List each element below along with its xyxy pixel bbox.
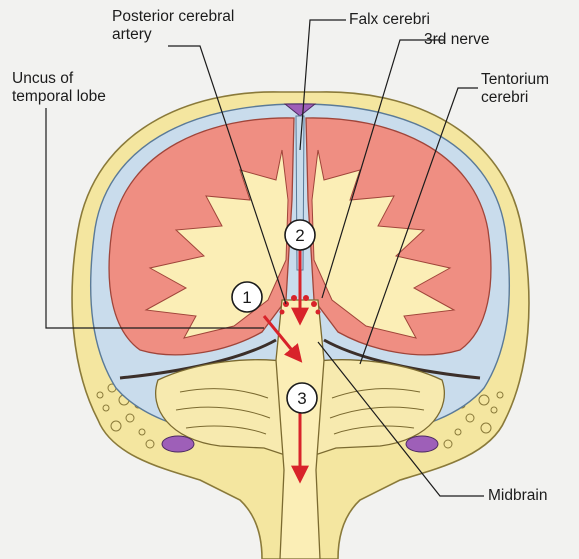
label-line: Posterior cerebral (112, 8, 234, 26)
label-posterior-cerebral-artery: Posterior cerebral artery (112, 8, 234, 44)
label-falx-cerebri: Falx cerebri (349, 11, 430, 29)
label-line: artery (112, 26, 234, 44)
label-3rd-nerve: 3rd nerve (424, 31, 489, 49)
label-line: Uncus of (12, 70, 106, 88)
label-line: Midbrain (488, 487, 547, 505)
marker-1: 1 (232, 282, 262, 312)
label-uncus-of-temporal-lobe: Uncus of temporal lobe (12, 70, 106, 106)
marker-3-label: 3 (297, 389, 306, 408)
label-tentorium-cerebri: Tentorium cerebri (481, 71, 549, 107)
label-midbrain: Midbrain (488, 487, 547, 505)
label-line: Tentorium (481, 71, 549, 89)
label-line: temporal lobe (12, 88, 106, 106)
label-line: 3rd nerve (424, 31, 489, 49)
left-transverse-sinus (162, 436, 194, 452)
marker-3: 3 (287, 383, 317, 413)
label-line: cerebri (481, 89, 549, 107)
label-line: Falx cerebri (349, 11, 430, 29)
marker-2-label: 2 (295, 226, 304, 245)
marker-2: 2 (285, 220, 315, 250)
right-transverse-sinus (406, 436, 438, 452)
marker-1-label: 1 (242, 288, 251, 307)
